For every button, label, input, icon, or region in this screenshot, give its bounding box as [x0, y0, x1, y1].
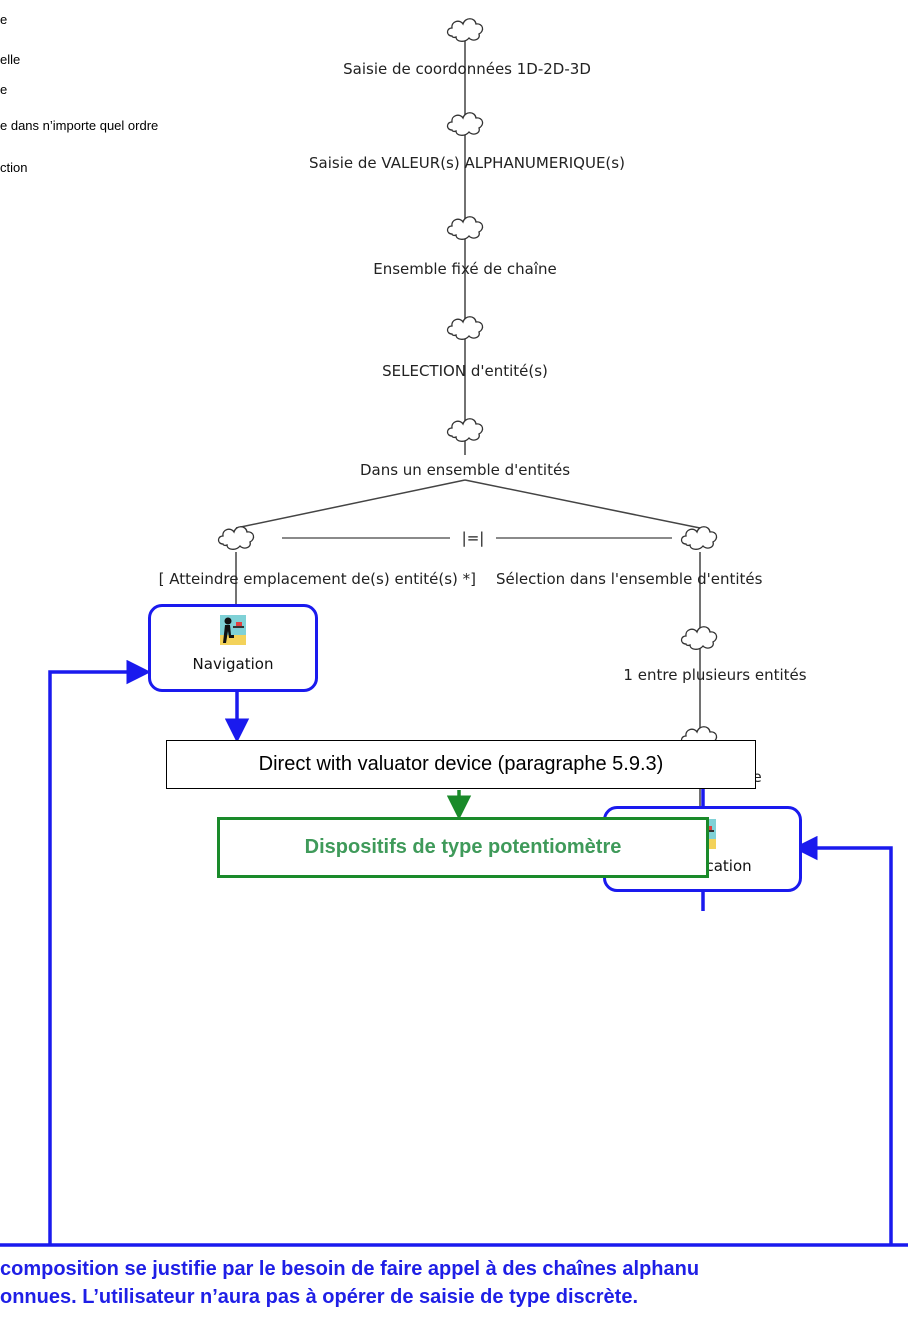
cloud-icon [446, 18, 484, 42]
legend-line-4: e dans n’importe quel ordre [0, 118, 159, 133]
operator-label: |=| [461, 529, 485, 547]
footer-line-1: composition se justifie par le besoin de… [0, 1258, 700, 1280]
cloud-icon [446, 316, 484, 340]
dispositifs-box: Dispositifs de type potentiomètre [217, 817, 709, 878]
cloud-icon [446, 418, 484, 442]
legend-line-5: ction [0, 160, 28, 175]
left-loop-line [48, 659, 151, 1245]
navigation-box[interactable]: Navigation [148, 604, 318, 692]
node-saisie-coordonnees: Saisie de coordonnées 1D-2D-3D [343, 60, 591, 78]
node-selection-entites: SELECTION d'entité(s) [382, 362, 548, 380]
node-dans-ensemble: Dans un ensemble d'entités [359, 461, 571, 479]
right-sub-label-1: 1 entre plusieurs entités [623, 666, 807, 684]
cloud-icon [217, 526, 255, 550]
cloud-icon [446, 216, 484, 240]
split-right-line [464, 479, 701, 529]
cloud-icon [680, 526, 718, 550]
right-loop-line [793, 835, 893, 1245]
direct-valuator-label: Direct with valuator device (paragraphe … [258, 753, 664, 775]
left-branch-label: [ Atteindre emplacement de(s) entité(s) … [158, 570, 476, 588]
dispositifs-label: Dispositifs de type potentiomètre [304, 836, 622, 858]
cloud-icon [680, 626, 718, 650]
node-saisie-valeurs: Saisie de VALEUR(s) ALPHANUMERIQUE(s) [309, 154, 625, 172]
node-ensemble-fixe: Ensemble fixé de chaîne [373, 260, 557, 278]
legend-line-1: e [0, 12, 8, 27]
legend-line-3: e [0, 82, 8, 97]
right-branch-label: Sélection dans l'ensemble d'entités [496, 570, 763, 588]
cloud-icon [446, 112, 484, 136]
user-at-desk-icon [220, 615, 246, 645]
legend-line-2: elle [0, 52, 21, 67]
navigation-label: Navigation [192, 655, 274, 673]
split-left-line [235, 479, 466, 529]
footer-line-2: onnues. L’utilisateur n’aura pas à opére… [0, 1286, 639, 1308]
direct-valuator-box: Direct with valuator device (paragraphe … [166, 740, 756, 789]
